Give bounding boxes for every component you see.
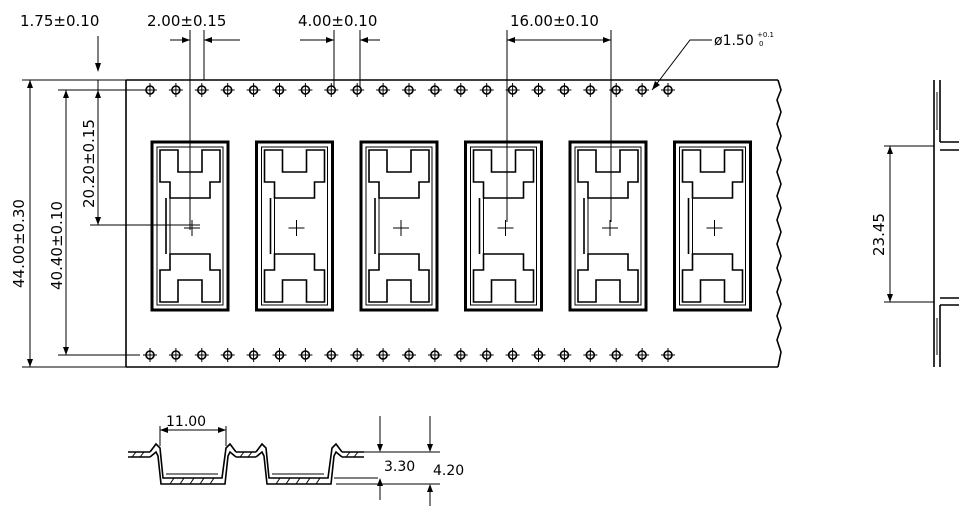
sprocket-hole [194,83,209,97]
sprocket-hole [350,348,365,362]
sprocket-hole [376,348,391,362]
sprocket-hole [453,348,468,362]
sprocket-hole [168,348,183,362]
sprocket-hole [479,83,494,97]
sprocket-hole [505,348,520,362]
sprocket-hole [427,83,442,97]
sprocket-hole [531,348,546,362]
sprocket-hole [531,83,546,97]
pocket [673,140,752,312]
sprocket-hole [427,348,442,362]
sprocket-hole [350,83,365,97]
pocket [359,140,439,312]
sprocket-hole [194,348,209,362]
pocket-row [150,140,752,312]
dimension-label: 11.00 [166,414,206,430]
dimension-label: 4.20 [433,463,464,479]
dimension-label: 4.00±0.10 [298,12,377,30]
pocket [255,140,334,312]
sprocket-hole [324,83,339,97]
sprocket-hole [402,348,416,362]
sprocket-hole [583,83,598,97]
dimension-label: 3.30 [384,459,415,475]
sprocket-hole [220,83,235,97]
sprocket-hole [298,348,313,362]
dimension-label: 44.00±0.30 [10,199,28,288]
sprocket-hole-row-top [143,83,675,97]
dimension-label: 20.20±0.15 [80,119,98,208]
dimension-label: 2.00±0.15 [147,12,226,30]
dimension-label: 16.00±0.10 [510,12,599,30]
sprocket-hole [557,348,572,362]
dimension-label: 1.75±0.10 [20,12,99,30]
dimension-label: 23.45 [870,213,888,256]
sprocket-hole [557,83,572,97]
cross-section-view: 11.00 3.30 4.20 [128,414,464,506]
sprocket-hole [479,348,494,362]
sprocket-hole [635,348,650,362]
pocket [464,140,543,312]
tape-outline [125,79,782,368]
dimension-hole-pitch: 4.00±0.10 [298,12,380,88]
sprocket-hole [246,348,261,362]
sprocket-hole [583,348,598,362]
sprocket-hole-row-bottom [143,348,675,362]
dimension-center-offset: 20.20±0.15 [80,89,200,226]
sprocket-hole [453,83,468,97]
sprocket-hole [402,83,416,97]
dimension-pocket-pitch: 16.00±0.10 [506,12,612,222]
sprocket-hole [220,348,235,362]
side-view: 23.45 [870,80,959,367]
sprocket-hole [661,83,675,97]
sprocket-hole [272,83,287,97]
sprocket-hole [246,83,261,97]
tolerance-lower: 0 [759,40,763,48]
sprocket-hole [168,83,183,97]
dimension-tape-width: 44.00±0.30 [10,79,126,368]
sprocket-hole [505,83,520,97]
sprocket-hole [376,83,391,97]
sprocket-hole [324,348,339,362]
sprocket-hole [635,83,650,97]
sprocket-hole [609,83,624,97]
sprocket-hole [298,83,313,97]
sprocket-hole [272,348,287,362]
dimension-sprocket-offset: 1.75±0.10 [20,12,101,90]
dimension-label: 40.40±0.10 [48,201,66,290]
tolerance-upper: +0.1 [757,31,774,39]
sprocket-hole [143,348,157,362]
dimension-label: ø1.50 [714,33,754,49]
sprocket-hole [609,348,624,362]
dimension-pocket-to-hole: 2.00±0.15 [147,12,240,230]
pocket [568,140,648,312]
dimension-hole-diameter: ø1.50 +0.1 0 [651,31,774,91]
sprocket-hole [661,348,675,362]
